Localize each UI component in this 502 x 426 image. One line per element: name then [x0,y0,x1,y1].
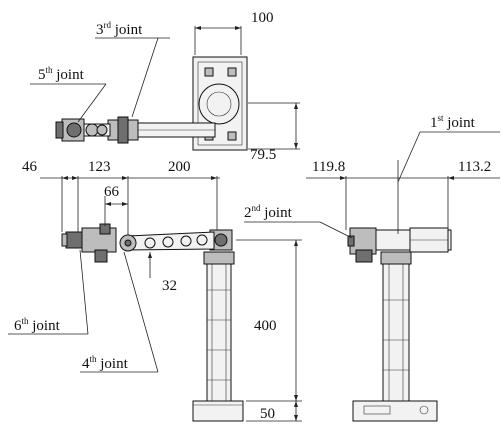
label-4th-joint: 4th joint [82,354,129,372]
top-view-turntable [198,83,240,125]
dim-113-2: 113.2 [458,159,491,175]
label-6th-joint: 6th joint [14,316,61,334]
dim-200: 200 [168,159,191,175]
label-2nd-joint: 2nd joint [244,203,293,221]
top-view [30,26,300,151]
side-view-joint6 [65,231,83,249]
dim-119-8: 119.8 [312,159,345,175]
dim-50: 50 [260,406,275,422]
label-1st-joint: 1st joint [430,113,476,131]
side-view-floor-base [192,400,244,422]
front-view-column [382,261,410,402]
side-view [8,176,302,422]
dim-46: 46 [22,159,38,175]
dim-32: 32 [162,278,177,294]
dim-79-5: 79.5 [250,147,276,163]
side-view-column [206,261,232,402]
front-view-floor-base [352,400,438,422]
side-view-wrist [81,227,117,253]
dim-123: 123 [88,159,111,175]
dim-100: 100 [251,10,274,26]
label-3rd-joint: 3rd joint [96,20,143,38]
label-5th-joint: 5th joint [38,65,85,83]
front-view [244,131,500,422]
dim-66: 66 [104,184,120,200]
dim-400: 400 [254,318,277,334]
